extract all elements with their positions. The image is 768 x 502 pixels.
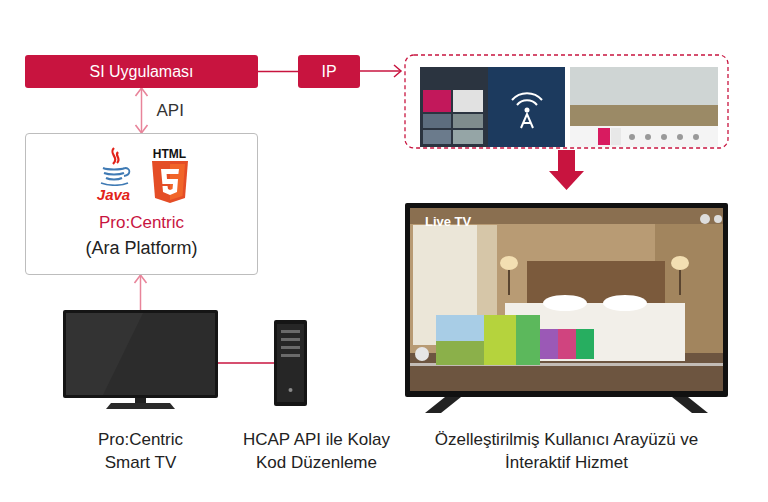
- html-text: HTML: [153, 147, 186, 161]
- connector: [140, 275, 142, 310]
- platform-box: Java HTML Pro:Centric (Ara Platform): [25, 133, 258, 275]
- connector: [141, 88, 143, 133]
- box-label: IP: [321, 62, 336, 82]
- caption: HCAP API ile Kolay Kod Düzenleme: [232, 428, 402, 474]
- ip-arrow: [360, 70, 401, 72]
- hotel-tv-drawing: [405, 203, 728, 413]
- screen-label: Live TV: [425, 214, 471, 229]
- edge-label: API: [154, 101, 187, 121]
- tv-drawing: [63, 310, 218, 410]
- caption: Özelleştirilmiş Kullanıcı Arayüzü ve İnt…: [422, 428, 712, 474]
- server-drawing: [274, 320, 307, 406]
- arrow-head: [135, 275, 147, 283]
- java-text: Java: [97, 186, 130, 203]
- html5-shield: [152, 161, 188, 203]
- server-tower: HCAP API ile Kolay Kod Düzenleme: [274, 320, 307, 406]
- connector: [258, 71, 298, 73]
- java-logo: Java: [96, 146, 132, 203]
- caption: Pro:Centric Smart TV: [81, 428, 201, 474]
- arrow-head: [136, 125, 148, 133]
- screenshot-right: [570, 67, 718, 147]
- platform-name: Pro:Centric: [99, 212, 184, 233]
- process-box: SI Uygulaması: [25, 55, 258, 88]
- html5-logo: HTML: [152, 147, 188, 203]
- platform-note: (Ara Platform): [85, 237, 197, 259]
- connector: [218, 362, 274, 364]
- ip-arrow-head: [394, 65, 401, 77]
- smart-tv: Pro:Centric Smart TV: [63, 310, 218, 410]
- hotel-tv: Live TVÖzelleştirilmiş Kullanıcı Arayüzü…: [405, 203, 728, 413]
- java-cup: [96, 146, 132, 186]
- arrow-head: [136, 88, 148, 96]
- screenshot-left: [420, 67, 565, 147]
- process-box: IP: [298, 55, 360, 88]
- down-arrow: [549, 150, 584, 190]
- box-label: SI Uygulaması: [89, 62, 193, 82]
- logo-row: Java HTML: [96, 146, 188, 203]
- screens-frame: [405, 55, 728, 148]
